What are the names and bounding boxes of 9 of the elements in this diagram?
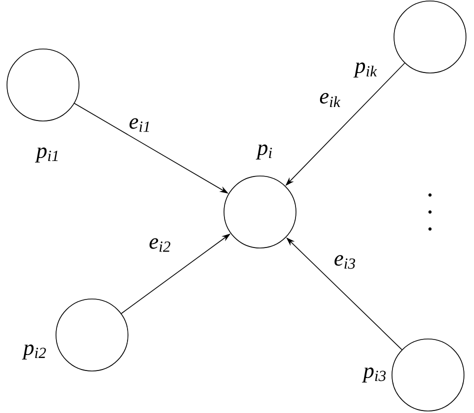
node-label: p$_{i}$ xyxy=(256,144,272,160)
node-label: p$_{i2}$ xyxy=(22,344,46,360)
edge-label: e$_{ik}$ xyxy=(320,93,340,107)
node-label: p$_{i1}$ xyxy=(34,147,58,163)
node-label: p$_{ik}$ xyxy=(353,62,378,78)
edge-label: e$_{i3}$ xyxy=(334,255,356,269)
edge-label: e$_{i2}$ xyxy=(150,238,170,252)
node-label: p$_{i3}$ xyxy=(362,367,386,383)
edge-label: e$_{i1}$ xyxy=(130,118,149,132)
